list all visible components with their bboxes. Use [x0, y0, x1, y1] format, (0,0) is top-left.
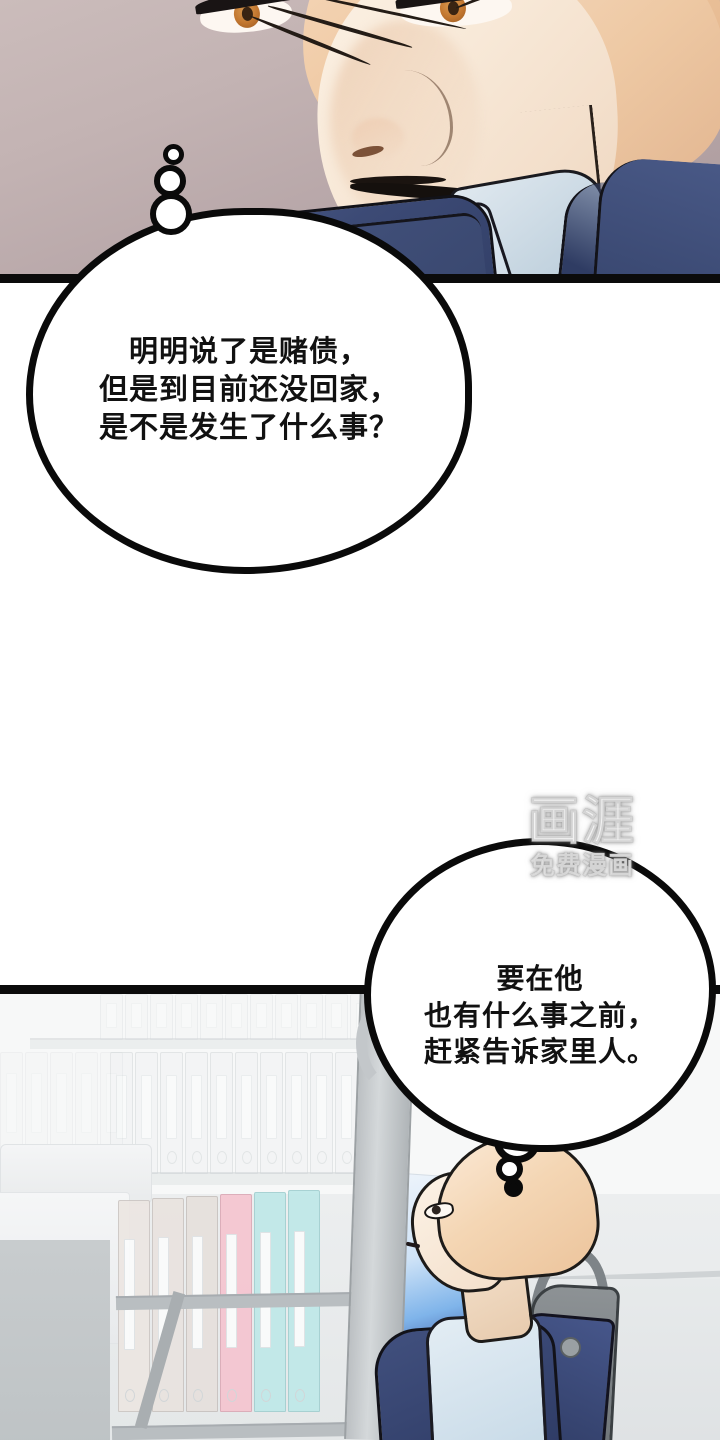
- shelf-board-top: [30, 1038, 360, 1049]
- thought-bubble-1: 明明说了是赌债， 但是到目前还没回家， 是不是发生了什么事？: [26, 208, 472, 574]
- thought-bubble-1-text: 明明说了是赌债， 但是到目前还没回家， 是不是发生了什么事？: [98, 336, 399, 444]
- chair-adjust-knob: [560, 1337, 581, 1358]
- thought-dot-small: [504, 1178, 523, 1197]
- office-shelving-unit: [0, 994, 398, 1440]
- shelf-rail-bottom: [111, 1421, 373, 1440]
- suit-lapel-right: [590, 156, 720, 283]
- thought-dot-large: [150, 193, 192, 235]
- shelf-board-middle: [98, 1172, 366, 1185]
- thought-dot-small: [163, 144, 184, 165]
- thought-bubble-2: 要在他 也有什么事之前， 赶紧告诉家里人。: [364, 838, 716, 1152]
- thought-bubble-2-text: 要在他 也有什么事之前， 赶紧告诉家里人。: [423, 963, 656, 1068]
- panel-2-top-border: [0, 985, 720, 994]
- cabinet-side-panel: [0, 1240, 110, 1440]
- binder-row-upper-left: [0, 1052, 123, 1166]
- shelf-rail-lower: [115, 1291, 367, 1311]
- character-left-eye: [194, 0, 298, 36]
- binder-row-top: [100, 994, 398, 1040]
- character-nose: [372, 70, 453, 166]
